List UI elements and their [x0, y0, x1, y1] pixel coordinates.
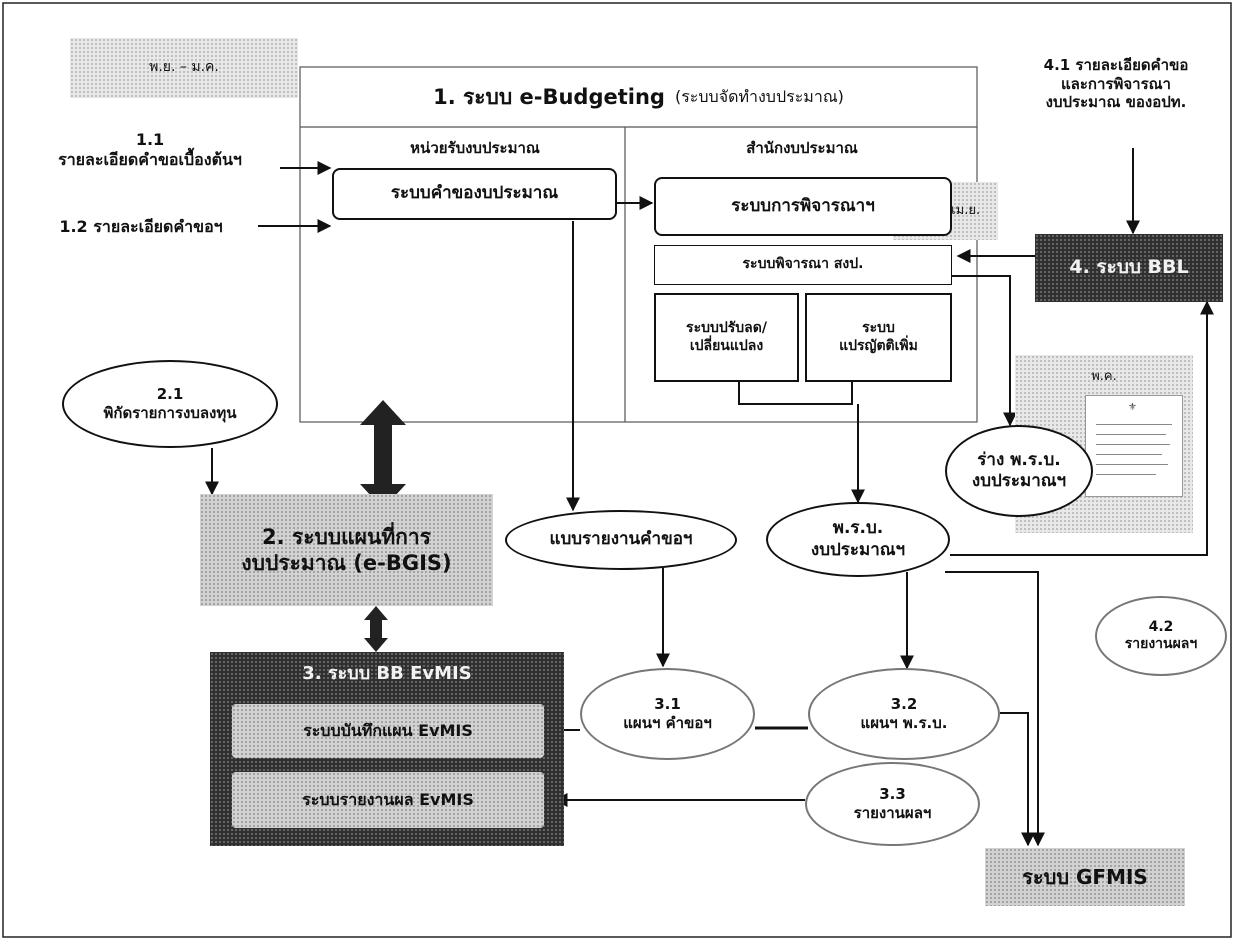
period-nov-label: พ.ย. – ม.ค. — [149, 59, 219, 76]
node-33-label: รายงานผลฯ — [853, 804, 932, 822]
act-document-icon: ⚜ — [1085, 395, 1183, 497]
draft-act-line2: งบประมาณฯ — [971, 471, 1067, 491]
gfmis-box: ระบบ GFMIS — [985, 848, 1185, 906]
input-11: 1.1 รายละเอียดคำขอเบื้องต้นฯ — [25, 118, 275, 182]
node-42-number: 4.2 — [1148, 618, 1174, 635]
ebudget-left-header: หน่วยรับงบประมาณ — [330, 132, 620, 164]
node-31-label: แผนฯ คำขอฯ — [623, 714, 712, 732]
emblem-icon: ⚜ — [1128, 402, 1137, 413]
ebudget-title-sub: (ระบบจัดทำงบประมาณ) — [674, 87, 844, 106]
act-period-label: พ.ค. — [1091, 369, 1117, 384]
node-31-number: 3.1 — [654, 695, 681, 714]
evmis-title-label: 3. ระบบ BB EvMIS — [302, 662, 472, 684]
input-41-line3: งบประมาณ ของอปท. — [1045, 93, 1187, 112]
extra-box: ระบบ แปรญัตติเพิ่ม — [805, 293, 952, 382]
node-31-ellipse: 3.1 แผนฯ คำขอฯ — [580, 668, 755, 760]
evmis-report-box: ระบบรายงานผล EvMIS — [232, 772, 544, 828]
consider-system-box: ระบบการพิจารณาฯ — [654, 177, 952, 236]
node-33-number: 3.3 — [879, 785, 906, 804]
bbl-box: 4. ระบบ BBL — [1035, 234, 1223, 302]
bgis-line1: 2. ระบบแผนที่การ — [262, 524, 431, 549]
draft-act-ellipse: ร่าง พ.ร.บ. งบประมาณฯ — [945, 425, 1093, 517]
ebudget-right-header: สำนักงบประมาณ — [652, 132, 952, 164]
input-11-number: 1.1 — [135, 130, 165, 149]
ebudget-left-header-label: หน่วยรับงบประมาณ — [410, 138, 540, 157]
act-line1: พ.ร.บ. — [832, 518, 884, 539]
act-line2: งบประมาณฯ — [810, 539, 906, 560]
node-42-label: รายงานผลฯ — [1124, 636, 1198, 652]
bbl-label: 4. ระบบ BBL — [1069, 256, 1189, 279]
request-system-box: ระบบคำของบประมาณ — [332, 168, 617, 220]
evmis-plan-box: ระบบบันทึกแผน EvMIS — [232, 704, 544, 758]
double-arrow-bgis-evmis — [364, 606, 388, 652]
evmis-block: 3. ระบบ BB EvMIS ระบบบันทึกแผน EvMIS ระบ… — [210, 652, 564, 846]
double-arrow-ebudget-bgis — [360, 400, 406, 509]
extra-line1: ระบบ — [862, 320, 895, 336]
report-form-ellipse: แบบรายงานคำขอฯ — [505, 510, 737, 570]
input-21-ellipse: 2.1 พิกัดรายการงบลงทุน — [62, 360, 278, 448]
node-33-ellipse: 3.3 รายงานผลฯ — [805, 762, 980, 846]
bb-consider-label: ระบบพิจารณา สงป. — [742, 256, 864, 273]
node-32-number: 3.2 — [890, 695, 918, 714]
gfmis-label: ระบบ GFMIS — [1022, 864, 1148, 889]
arrow-act-to-bbl — [950, 300, 1214, 556]
arrow-consider-to-draft — [952, 275, 1017, 427]
ebudget-right-header-label: สำนักงบประมาณ — [746, 138, 858, 157]
input-41-text: 4.1 รายละเอียดคำขอ และการพิจารณา งบประมา… — [1010, 38, 1222, 130]
input-12-label: 1.2 รายละเอียดคำขอฯ — [59, 217, 223, 236]
node-32-ellipse: 3.2 แผนฯ พ.ร.บ. — [808, 668, 1000, 760]
arrow-act-to-gfmis — [945, 571, 1045, 847]
act-ellipse: พ.ร.บ. งบประมาณฯ — [766, 502, 950, 577]
input-21-label: พิกัดรายการงบลงทุน — [103, 404, 237, 422]
arrow-32-to-gfmis — [1000, 712, 1035, 847]
request-system-label: ระบบคำของบประมาณ — [390, 183, 559, 204]
input-41-line2: และการพิจารณา — [1061, 74, 1171, 93]
draft-act-line1: ร่าง พ.ร.บ. — [977, 449, 1061, 470]
bracket-adjust-extra — [738, 382, 853, 405]
bb-consider-box: ระบบพิจารณา สงป. — [654, 245, 952, 285]
adjust-box: ระบบปรับลด/ เปลี่ยนแปลง — [654, 293, 799, 382]
ebudget-title: 1. ระบบ e-Budgeting (ระบบจัดทำงบประมาณ) — [300, 67, 977, 127]
period-note-nov: พ.ย. – ม.ค. — [70, 38, 298, 98]
node-42-ellipse: 4.2 รายงานผลฯ — [1095, 596, 1227, 676]
report-form-label: แบบรายงานคำขอฯ — [549, 529, 693, 550]
ebudget-frame — [299, 66, 978, 423]
consider-system-label: ระบบการพิจารณาฯ — [731, 195, 875, 216]
input-41-line1: 4.1 รายละเอียดคำขอ — [1043, 55, 1189, 74]
input-11-label: รายละเอียดคำขอเบื้องต้นฯ — [58, 150, 242, 169]
adjust-line1: ระบบปรับลด/ — [686, 320, 767, 336]
bgis-box: 2. ระบบแผนที่การ งบประมาณ (e-BGIS) — [200, 494, 493, 606]
evmis-report-label: ระบบรายงานผล EvMIS — [302, 790, 474, 809]
bgis-line2: งบประมาณ (e-BGIS) — [241, 551, 452, 575]
evmis-title: 3. ระบบ BB EvMIS — [210, 652, 564, 696]
node-32-label: แผนฯ พ.ร.บ. — [860, 714, 948, 732]
input-21-number: 2.1 — [156, 385, 184, 404]
ebudget-title-main: 1. ระบบ e-Budgeting — [433, 84, 665, 109]
act-document-frame: พ.ค. ⚜ — [1015, 355, 1193, 533]
extra-line2: แปรญัตติเพิ่ม — [839, 337, 918, 354]
input-12: 1.2 รายละเอียดคำขอฯ — [25, 212, 257, 242]
adjust-line2: เปลี่ยนแปลง — [689, 337, 764, 354]
evmis-plan-label: ระบบบันทึกแผน EvMIS — [303, 721, 473, 740]
